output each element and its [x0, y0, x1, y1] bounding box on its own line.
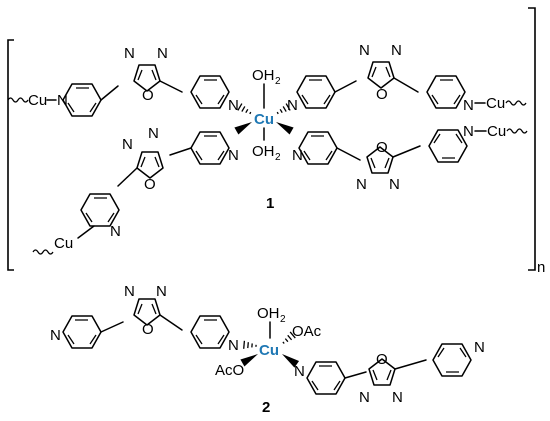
wedge-bond-icon [234, 118, 254, 135]
pyridine-ring [190, 75, 230, 109]
svg-text:N: N [122, 136, 133, 153]
svg-text:O: O [376, 351, 388, 368]
compound-1-structure: n Cu N N N O N N N N O N Cu OH 2 Cu OH [7, 7, 545, 276]
svg-text:2: 2 [275, 152, 281, 163]
svg-text:O: O [142, 321, 154, 338]
pyridine-ring [62, 315, 102, 349]
acetate-label: OAc [292, 323, 322, 340]
pyridine-ring [306, 361, 346, 395]
svg-text:N: N [228, 337, 239, 354]
svg-text:N: N [124, 283, 135, 300]
pyridine-ring [298, 131, 338, 165]
left-polymer-bracket [7, 39, 14, 271]
wavy-bond-icon [505, 100, 527, 106]
svg-text:2: 2 [275, 76, 281, 87]
svg-text:N: N [110, 223, 121, 240]
central-copper-atom: Cu [254, 111, 274, 128]
svg-text:N: N [294, 363, 305, 380]
svg-text:N: N [228, 147, 239, 164]
wavy-bond-icon [32, 249, 54, 255]
svg-text:N: N [228, 97, 239, 114]
axial-water-label: OH [252, 143, 275, 160]
svg-text:N: N [356, 176, 367, 193]
svg-text:N: N [57, 92, 68, 109]
axial-water-label: OH [257, 305, 280, 322]
compound-2-label: 2 [262, 399, 270, 416]
central-copper-atom: Cu [259, 342, 279, 359]
oxadiazole-ring [136, 151, 164, 179]
repeat-subscript-n: n [537, 259, 545, 276]
svg-text:N: N [156, 283, 167, 300]
svg-text:N: N [124, 45, 135, 62]
wavy-bond-icon [506, 128, 528, 134]
svg-text:O: O [376, 86, 388, 103]
svg-text:N: N [392, 389, 403, 406]
svg-text:N: N [463, 97, 474, 114]
svg-text:N: N [391, 42, 402, 59]
pyridine-ring [190, 315, 230, 349]
copper-atom-label: Cu [28, 92, 47, 109]
svg-text:N: N [292, 147, 303, 164]
axial-water-label: OH [252, 67, 275, 84]
wedge-bond-icon [274, 118, 294, 135]
svg-text:O: O [376, 139, 388, 156]
compound-2-structure: N N N O N OH 2 Cu OAc AcO N N N O N 2 [50, 283, 485, 416]
wavy-bond-icon [7, 97, 29, 103]
oxadiazole-ring [367, 61, 395, 89]
copper-atom-label: Cu [487, 123, 506, 140]
svg-text:N: N [359, 389, 370, 406]
compound-1-label: 1 [266, 195, 274, 212]
copper-atom-label: Cu [54, 235, 73, 252]
pyridine-ring [426, 75, 466, 109]
svg-text:N: N [463, 123, 474, 140]
svg-text:2: 2 [280, 314, 286, 325]
hashed-bond-icon [243, 340, 258, 351]
svg-text:O: O [142, 87, 154, 104]
svg-text:N: N [389, 176, 400, 193]
pyridine-ring [432, 343, 472, 377]
svg-text:N: N [359, 42, 370, 59]
svg-text:N: N [50, 327, 61, 344]
pyridine-ring [80, 193, 120, 227]
svg-text:N: N [157, 45, 168, 62]
pyridine-ring [190, 131, 230, 165]
copper-atom-label: Cu [486, 95, 505, 112]
svg-text:N: N [474, 339, 485, 356]
pyridine-ring [428, 129, 468, 163]
svg-text:N: N [148, 125, 159, 142]
right-polymer-bracket [528, 7, 536, 271]
hashed-bond-icon [237, 102, 253, 118]
acetate-label: AcO [215, 362, 244, 379]
pyridine-ring [296, 75, 336, 109]
pyridine-ring [62, 83, 102, 117]
svg-text:N: N [287, 97, 298, 114]
svg-text:O: O [144, 176, 156, 193]
